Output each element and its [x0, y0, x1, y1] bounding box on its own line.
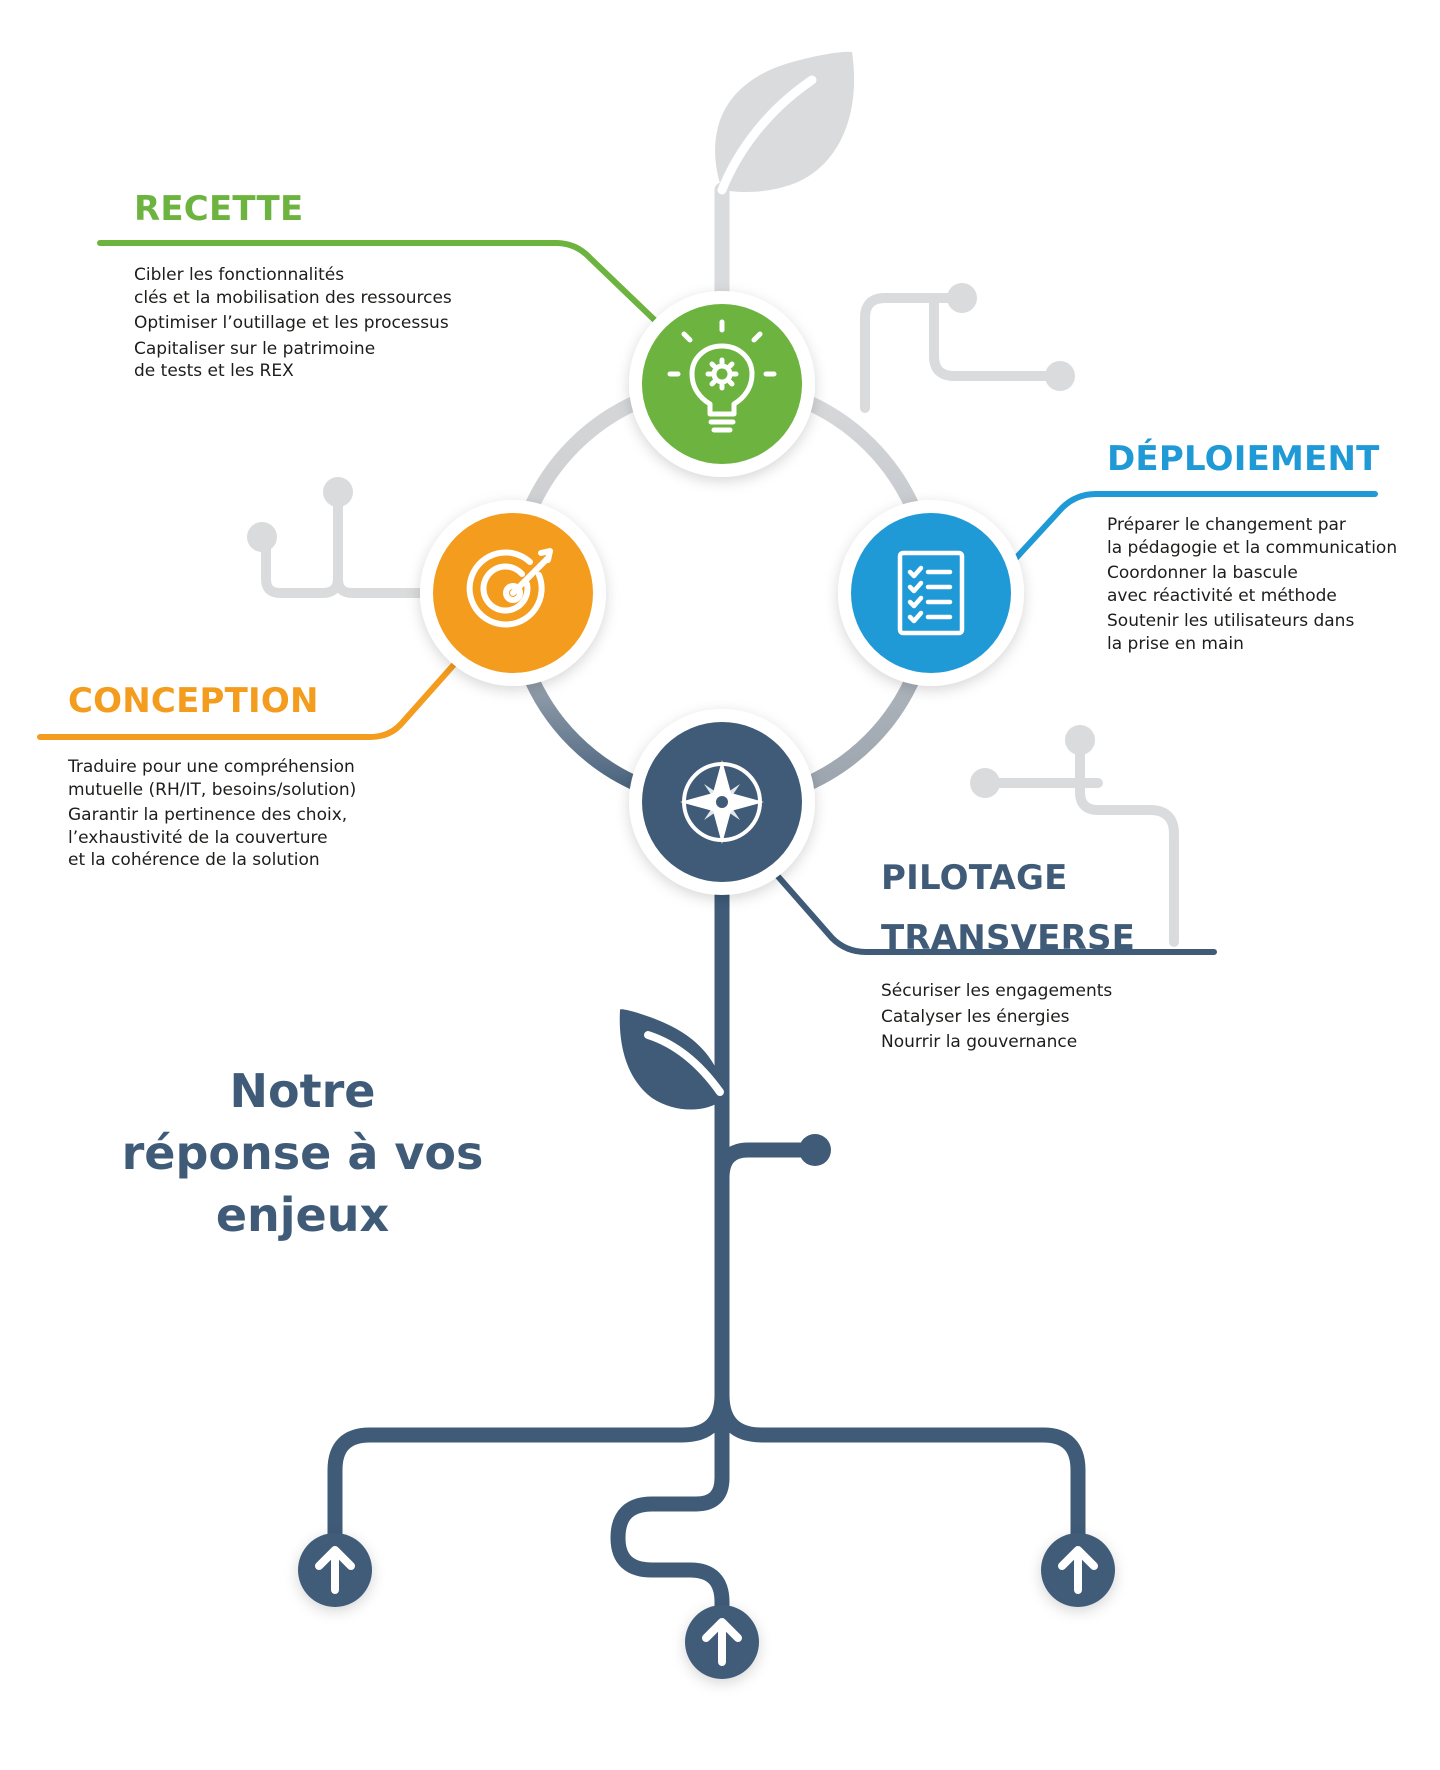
- item-line: l’exhaustivité de la couverture: [68, 827, 328, 848]
- section-title: PILOTAGE TRANSVERSE: [881, 848, 1135, 968]
- list-item: Optimiser l’outillage et les processus: [134, 312, 452, 335]
- item-line: Traduire pour une compréhension: [68, 757, 355, 777]
- stem-leaf: [619, 1009, 724, 1110]
- item-line: la pédagogie et la communication: [1107, 537, 1398, 558]
- grey-branch-dots: [247, 283, 1095, 798]
- list-item: Cibler les fonctionnalités clés et la mo…: [134, 264, 452, 309]
- item-line: avec réactivité et méthode: [1107, 585, 1337, 606]
- compass-icon: [680, 760, 764, 844]
- section-title: RECETTE: [134, 189, 304, 229]
- list-item: Capitaliser sur le patrimoine de tests e…: [134, 338, 452, 383]
- item-line: et la cohérence de la solution: [68, 850, 320, 870]
- tagline-line: enjeux: [215, 1188, 390, 1242]
- deploiement-node: [838, 500, 1024, 686]
- list-item: Sécuriser les engagements: [881, 980, 1135, 1003]
- stem-branch-dot: [799, 1134, 831, 1166]
- section-connectors: [37, 240, 1378, 955]
- item-line: de tests et les REX: [134, 361, 294, 381]
- tagline: Notre réponse à vos enjeux: [100, 1060, 505, 1246]
- item-line: Cibler les fonctionnalités: [134, 265, 345, 285]
- list-item: Catalyser les énergies: [881, 1006, 1135, 1029]
- list-item: Traduire pour une compréhension mutuelle…: [68, 756, 356, 801]
- section-title-line: PILOTAGE: [881, 858, 1068, 898]
- section-recette: RECETTE Cibler les fonctionnalités clés …: [134, 188, 452, 383]
- checklist-icon: [897, 550, 965, 636]
- item-list: Sécuriser les engagements Catalyser les …: [881, 980, 1135, 1054]
- item-line: Garantir la pertinence des choix,: [68, 805, 348, 825]
- list-item: Coordonner la bascule avec réactivité et…: [1107, 562, 1397, 607]
- section-title: DÉPLOIEMENT: [1107, 439, 1380, 479]
- stem-and-roots: [327, 872, 1086, 1643]
- section-deploiement: DÉPLOIEMENT Préparer le changement par l…: [1107, 438, 1397, 655]
- tagline-line: réponse à vos: [121, 1126, 484, 1180]
- target-icon: [466, 548, 553, 628]
- list-item: Soutenir les utilisateurs dans la prise …: [1107, 610, 1397, 655]
- item-line: mutuelle (RH/IT, besoins/solution): [68, 779, 357, 800]
- item-list: Cibler les fonctionnalités clés et la mo…: [134, 264, 452, 383]
- arrow-up-icon: [702, 1618, 742, 1666]
- item-line: Coordonner la bascule: [1107, 563, 1298, 583]
- section-title-line: TRANSVERSE: [881, 918, 1136, 958]
- item-line: Nourrir la gouvernance: [881, 1032, 1078, 1052]
- item-line: Capitaliser sur le patrimoine: [134, 338, 376, 359]
- item-line: Préparer le changement par: [1107, 515, 1346, 535]
- item-line: Catalyser les énergies: [881, 1006, 1070, 1027]
- item-line: clés et la mobilisation des ressources: [134, 287, 452, 308]
- item-line: Sécuriser les engagements: [881, 981, 1113, 1001]
- item-line: Optimiser l’outillage et les processus: [134, 313, 449, 333]
- list-item: Garantir la pertinence des choix, l’exha…: [68, 804, 356, 872]
- item-list: Traduire pour une compréhension mutuelle…: [68, 756, 356, 872]
- section-conception: CONCEPTION Traduire pour une compréhensi…: [68, 680, 356, 872]
- list-item: Nourrir la gouvernance: [881, 1031, 1135, 1054]
- top-leaf: [714, 51, 855, 308]
- lightbulb-gear-icon: [667, 319, 777, 433]
- item-list: Préparer le changement par la pédagogie …: [1107, 514, 1397, 655]
- item-line: la prise en main: [1107, 633, 1244, 654]
- arrow-up-icon: [1058, 1546, 1098, 1594]
- tagline-line: Notre: [229, 1064, 376, 1118]
- list-item: Préparer le changement par la pédagogie …: [1107, 514, 1397, 559]
- section-title: CONCEPTION: [68, 681, 319, 721]
- item-line: Soutenir les utilisateurs dans: [1107, 611, 1355, 631]
- section-pilotage: PILOTAGE TRANSVERSE Sécuriser les engage…: [881, 848, 1135, 1054]
- grey-branches: [261, 293, 1179, 947]
- arrow-up-icon: [315, 1546, 355, 1594]
